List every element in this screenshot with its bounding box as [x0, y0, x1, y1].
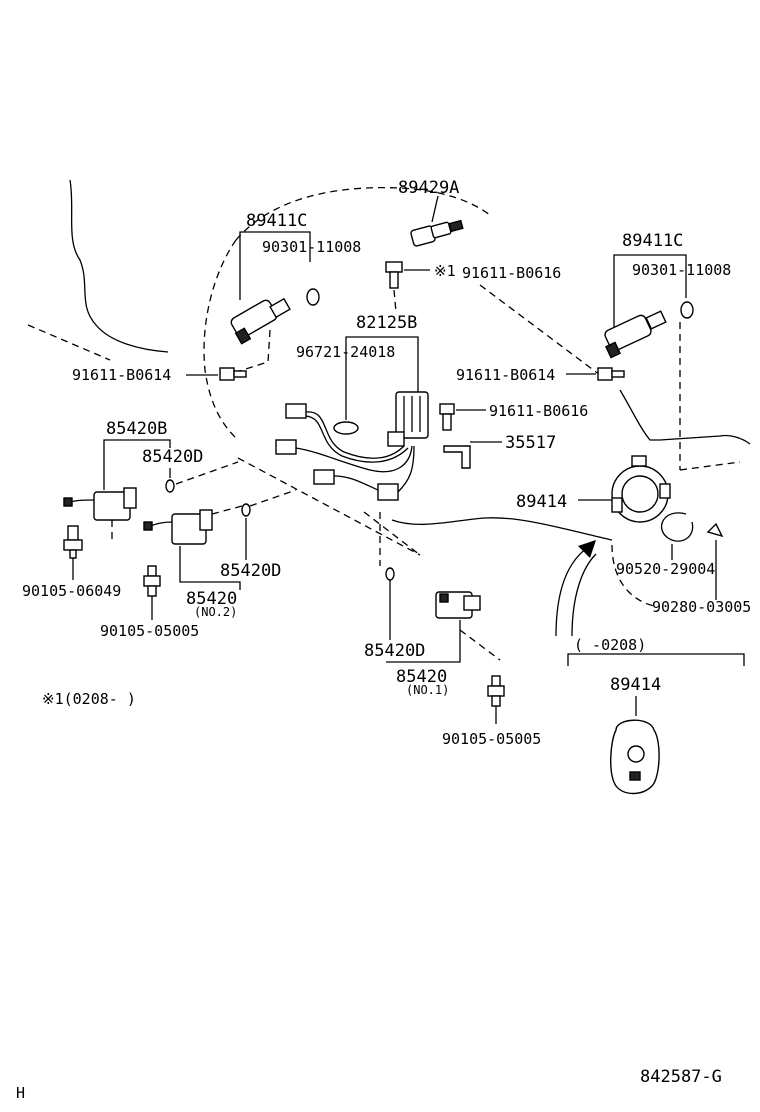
label-85420D-mid: 85420D	[220, 561, 281, 581]
pin-90280	[706, 522, 724, 538]
snap-ring-90520	[661, 512, 694, 542]
label-90301-left: 90301-11008	[262, 238, 361, 256]
label-89411C-right: 89411C	[622, 231, 683, 251]
bolt-91611-B0616-top	[385, 261, 403, 289]
diagram-code: 842587-G	[640, 1067, 722, 1087]
bolt-90105-06049	[63, 525, 83, 559]
label-91611-B0614-left: 91611-B0614	[72, 366, 171, 384]
sensor-89429A	[410, 219, 464, 247]
label-90280: 90280-03005	[652, 598, 751, 616]
label-90520: 90520-29004	[616, 560, 715, 578]
label-85420B: 85420B	[106, 419, 167, 439]
label-85420D-top: 85420D	[142, 447, 203, 467]
bracket-35517	[443, 445, 471, 469]
dash-bolt-top	[393, 289, 397, 313]
bolt-91611-B0614-left	[219, 367, 247, 381]
bracket-89411C-left	[239, 231, 311, 300]
oring-85420D-low	[385, 567, 395, 581]
body-contour-left-dashed	[203, 239, 239, 441]
body-contour-upper-dashed	[235, 186, 491, 241]
label-89429A: 89429A	[398, 178, 459, 198]
bracket-85420-no1	[386, 620, 461, 663]
label-no2: (NO.2)	[194, 605, 237, 619]
label-85420-no2: 85420	[186, 589, 237, 609]
dash-85420-no1-bolt	[459, 629, 501, 661]
corner-letter: H	[16, 1084, 25, 1102]
cam-sensor-89411C-left	[230, 297, 291, 345]
bracket-85420-no2	[179, 546, 241, 590]
leader-89429A	[431, 195, 439, 223]
label-89414-mid: 89414	[516, 492, 567, 512]
speed-sensor-85420-no2	[143, 509, 213, 545]
bracket-85420B	[103, 439, 171, 490]
bolt-90105-05005-left	[143, 565, 161, 597]
diagonal-dash-left	[27, 324, 111, 361]
harness-82125B	[275, 391, 429, 501]
dash-85420D-mid	[211, 505, 243, 515]
bracket-range	[567, 653, 745, 666]
oring-85420D-mid	[241, 503, 251, 517]
grommet-96721	[333, 421, 359, 435]
bolt-91611-B0614-right	[597, 367, 625, 381]
bolt-90105-05005-bottom	[487, 675, 505, 707]
dash-harness-no1	[363, 511, 421, 556]
dash-90280	[611, 544, 655, 607]
label-85420-no1: 85420	[396, 667, 447, 687]
label-90105-05005-bottom: 90105-05005	[442, 730, 541, 748]
speed-sensor-85420B	[63, 487, 137, 521]
label-89414-bottom: 89414	[610, 675, 661, 695]
bracket-89411C-right	[613, 254, 687, 340]
note-star1: ※1(0208- )	[42, 690, 136, 708]
label-90301-right: 90301-11008	[632, 261, 731, 279]
cam-sensor-89411C-right	[604, 310, 667, 359]
bolt-91611-B0616-mid	[439, 403, 455, 431]
plate-outline	[391, 517, 613, 541]
dash-85420D-mid-b	[249, 489, 297, 507]
star1-top: ※1	[434, 262, 456, 280]
label-90105-06049: 90105-06049	[22, 582, 121, 600]
label-85420D-low: 85420D	[364, 641, 425, 661]
diagonal-dash-main	[237, 457, 421, 556]
label-91611-B0616-top: 91611-B0616	[462, 264, 561, 282]
sensor-rotor-89414-bottom	[610, 719, 660, 795]
curve-arrow-head	[578, 540, 596, 558]
oring-85420D-top	[165, 479, 175, 493]
curve-arrow-line-b	[571, 553, 597, 637]
dash-89411C-left	[235, 329, 271, 373]
label-91611-B0614-right: 91611-B0614	[456, 366, 555, 384]
oring-90301-left	[306, 288, 320, 306]
label-90105-05005-left: 90105-05005	[100, 622, 199, 640]
right-dashed-horizontal	[679, 461, 741, 471]
bracket-82125B	[345, 336, 419, 392]
label-91611-B0616-mid: 91611-B0616	[489, 402, 588, 420]
label-35517: 35517	[505, 433, 556, 453]
diagonal-dash-top-right	[479, 284, 601, 376]
label-82125B: 82125B	[356, 313, 417, 333]
body-contour-left	[69, 179, 169, 353]
speed-sensor-85420-no1	[435, 591, 481, 619]
dash-85420D-top	[175, 461, 239, 485]
ring-89414-mid	[611, 455, 671, 523]
label-96721: 96721-24018	[296, 343, 395, 361]
label-no1: (NO.1)	[406, 683, 449, 697]
oring-90301-right	[680, 301, 694, 319]
label-range-0208: ( -0208)	[574, 636, 646, 654]
body-contour-right	[619, 389, 751, 445]
label-89411C-left: 89411C	[246, 211, 307, 231]
